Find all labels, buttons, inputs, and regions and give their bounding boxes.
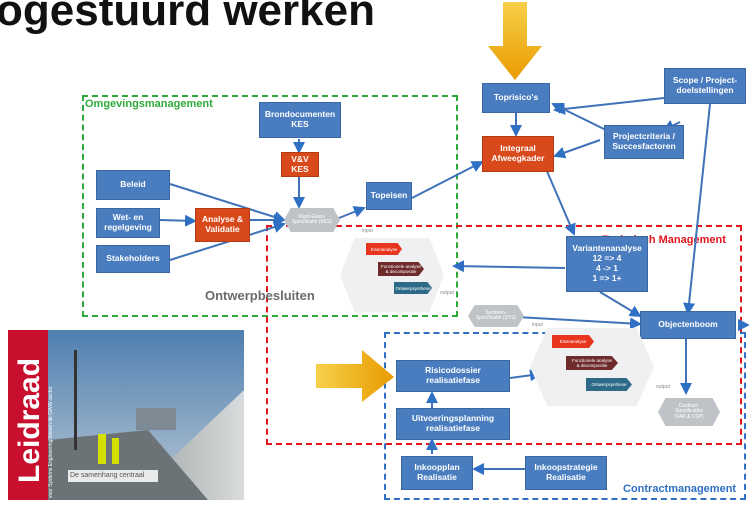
zone-label-contractmanagement: Contractmanagement bbox=[623, 483, 737, 495]
hex-contract-specificaties: Contract- Specificaties (VAK & VSP) bbox=[658, 398, 720, 426]
step-eisenanalyse-right: Eisenanalyse bbox=[552, 335, 594, 348]
yellow-arrow-right-icon bbox=[316, 350, 394, 402]
box-analyse-validatie: Analyse & Validatie bbox=[195, 208, 250, 242]
step-ontwerpsynthese-right: Ontwerpsynthese bbox=[586, 378, 632, 391]
box-risicodossier: Risicodossier realisatiefase bbox=[396, 360, 510, 392]
zone-technisch-management bbox=[266, 225, 742, 445]
cover-photo bbox=[8, 330, 244, 500]
hex-systeem-specificatie: Systeem- Specificatie (SYS) bbox=[468, 305, 524, 327]
box-integraal-afweegkader: Integraal Afweegkader bbox=[482, 136, 554, 172]
hex-klant-eisen-specificatie: Klant-Eisen- Specificatie (KES) bbox=[284, 208, 340, 232]
box-toprisicos: Toprisico's bbox=[482, 83, 550, 113]
box-inkoopplan: Inkoopplan Realisatie bbox=[401, 456, 473, 490]
page-title: ogestuurd werken bbox=[0, 0, 375, 35]
zone-omgevingsmanagement bbox=[82, 95, 458, 317]
label-output-1: output bbox=[440, 290, 454, 296]
box-wet-en-regelgeving: Wet- en regelgeving bbox=[96, 208, 160, 238]
yellow-arrow-down-icon bbox=[488, 2, 542, 80]
label-input-1: input bbox=[362, 228, 373, 234]
box-stakeholders: Stakeholders bbox=[96, 245, 170, 273]
cover-title: Leidraad bbox=[13, 357, 46, 483]
zone-label-omgevingsmanagement: Omgevingsmanagement bbox=[85, 98, 213, 110]
box-beleid: Beleid bbox=[96, 170, 170, 200]
box-vv-kes: V&V KES bbox=[281, 152, 319, 177]
step-ontwerpsynthese-left: Ontwerpsynthese bbox=[394, 282, 432, 294]
box-scope-projectdoelstellingen: Scope / Project- doelstellingen bbox=[664, 68, 746, 104]
leidraad-cover-image: Leidraad voor Systems Engineering binnen… bbox=[8, 330, 244, 500]
cover-subtitle: voor Systems Engineering binnen de GWW-s… bbox=[48, 386, 54, 498]
step-functionele-analyse-right: Functionele analyse & decompositie bbox=[566, 356, 618, 370]
box-topeisen: Topeisen bbox=[366, 182, 412, 210]
label-input-2: input bbox=[532, 322, 543, 328]
box-objectenboom: Objectenboom bbox=[640, 311, 736, 339]
label-output-2: output bbox=[656, 384, 670, 390]
label-ontwerpbesluiten: Ontwerpbesluiten bbox=[205, 288, 315, 303]
box-variantenanalyse: Variantenanalyse 12 => 4 4 -> 1 1 => 1+ bbox=[566, 236, 648, 292]
step-functionele-analyse-left: Functionele analyse & decompositie bbox=[378, 262, 424, 276]
cover-caption: De samenhang centraal bbox=[70, 472, 145, 479]
step-eisenanalyse-left: Eisenanalyse bbox=[366, 243, 402, 255]
box-brondocumenten: Brondocumenten KES bbox=[259, 102, 341, 138]
box-uitvoeringsplanning: Uitvoeringsplanning realisatiefase bbox=[396, 408, 510, 440]
box-projectcriteria: Projectcriteria / Succesfactoren bbox=[604, 125, 684, 159]
box-inkoopstrategie: Inkoopstrategie Realisatie bbox=[525, 456, 607, 490]
